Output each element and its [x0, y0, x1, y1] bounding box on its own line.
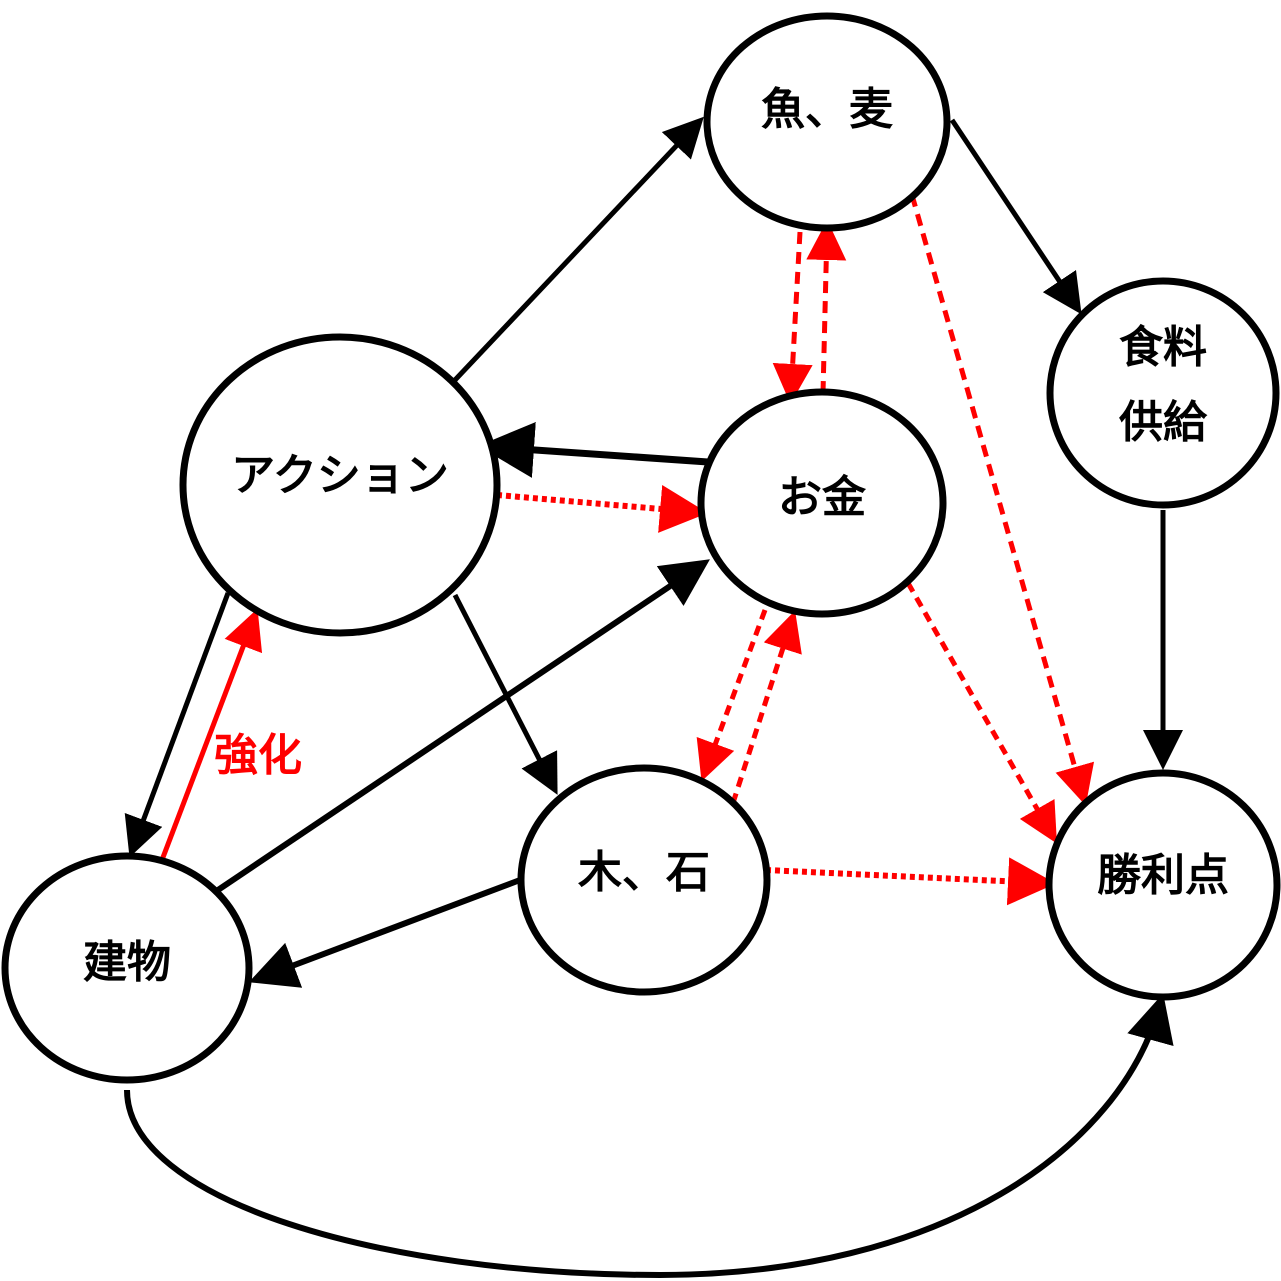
edge-wood-to-vp	[765, 857, 1056, 906]
edge-fish-to-food	[949, 118, 1082, 315]
black-edges	[124, 116, 1183, 1279]
edge-fish-to-vp	[909, 194, 1095, 806]
label-action: アクション	[231, 450, 449, 501]
edge-building-to-action-upgrade	[159, 608, 263, 861]
label-building: 建物	[83, 937, 171, 988]
edge-fish-to-money	[772, 231, 813, 404]
edge-action-to-fish	[453, 116, 704, 382]
edge-wood-to-money	[730, 610, 802, 804]
label-food-supply-2: 供給	[1119, 397, 1208, 448]
edge-money-to-action	[478, 421, 709, 478]
edge-building-to-vp	[124, 993, 1174, 1279]
edge-action-to-building	[124, 592, 231, 858]
label-fish-wheat: 魚、麦	[761, 84, 893, 135]
node-wood-stone	[517, 764, 771, 996]
label-victory-points: 勝利点	[1097, 850, 1229, 901]
node-food-supply	[1046, 277, 1280, 509]
edge-wood-to-building	[248, 877, 522, 988]
node-action	[179, 333, 501, 637]
red-edges	[159, 194, 1095, 906]
edge-action-to-money	[496, 485, 708, 533]
edge-action-to-wood	[452, 593, 558, 795]
edge-building-to-money	[216, 559, 710, 893]
label-wood-stone: 木、石	[578, 847, 710, 898]
edge-money-to-vp	[905, 581, 1057, 844]
edge-money-to-fish	[806, 220, 847, 394]
label-food-supply-1: 食料	[1119, 322, 1207, 373]
label-upgrade: 強化	[214, 730, 302, 781]
edge-money-to-wood	[696, 609, 768, 782]
label-money: お金	[778, 472, 867, 523]
node-victory-points	[1045, 769, 1281, 1001]
nodes	[1, 12, 1281, 1084]
node-money	[697, 388, 947, 618]
node-fish-wheat	[703, 12, 951, 232]
node-building	[1, 852, 253, 1084]
